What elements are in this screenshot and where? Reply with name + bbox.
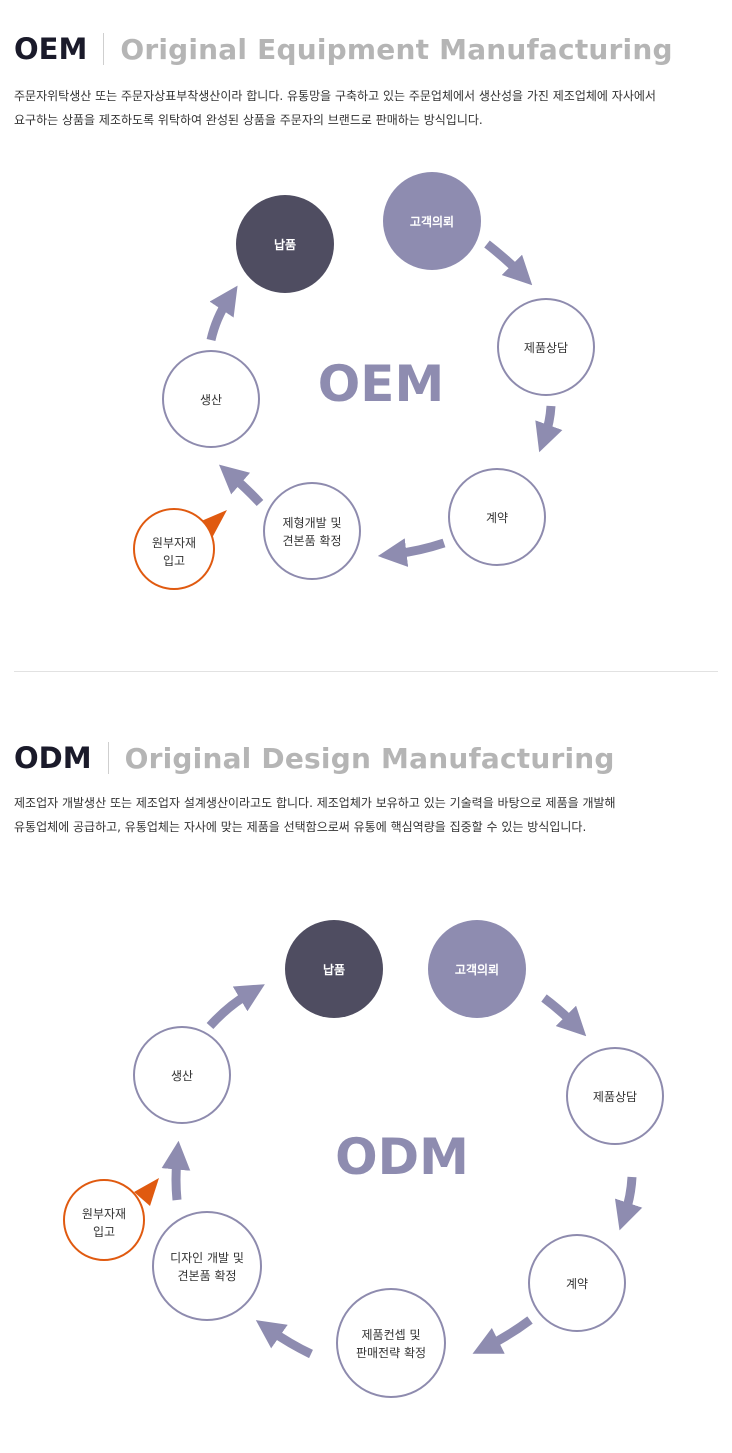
odm-full-name: Original Design Manufacturing [124,741,615,775]
label-contract: 계약 [566,1276,588,1291]
node-material [133,508,215,590]
node-contract [528,1234,626,1332]
arrow-production-to-delivery [206,984,265,1030]
node-material [63,1179,145,1261]
oem-desc-line-2: 요구하는 상품을 제조하도록 위탁하여 완성된 상품을 주문자의 브랜드로 판매… [14,113,483,127]
label-material-line-1: 원부자재 [152,536,196,550]
odm-abbr: ODM [14,741,92,775]
label-material-line-2: 입고 [163,554,185,568]
label-concept-line-2: 판매전략 확정 [356,1346,426,1360]
label-design-line-2: 견본품 확정 [177,1269,236,1283]
oem-process-diagram: 납품 고객의뢰 제품상담 계약 제형개발 및 견본품 확정 생산 원부자재 입고… [133,172,595,590]
oem-desc-line-1: 주문자위탁생산 또는 주문자상표부착생산이라 합니다. 유통망을 구축하고 있는… [14,89,656,103]
oem-full-name: Original Equipment Manufacturing [120,32,673,66]
arrow-request-to-consult [541,994,587,1037]
node-production [162,350,260,448]
label-production: 생산 [171,1069,193,1083]
odm-description: 제조업자 개발생산 또는 제조업자 설계생산이라고도 합니다. 제조업체가 보유… [14,791,726,839]
oem-abbr: OEM [14,32,88,66]
label-consult: 제품상담 [524,341,568,355]
node-delivery [285,920,383,1018]
heading-separator [103,33,105,65]
arrow-production-to-delivery [206,285,238,342]
node-production [133,1026,231,1124]
label-request: 고객의뢰 [455,962,499,977]
node-design [152,1211,262,1321]
odm-desc-line-2: 유통업체에 공급하고, 유통업체는 자사에 맞는 제품을 선택함으로써 유통에 … [14,820,587,834]
node-contract [448,468,546,566]
label-request: 고객의뢰 [410,214,454,229]
odm-desc-line-1: 제조업자 개발생산 또는 제조업자 설계생산이라고도 합니다. 제조업체가 보유… [14,796,616,810]
oem-heading: OEM Original Equipment Manufacturing [14,29,673,69]
arrow-contract-to-concept [472,1316,533,1354]
arrow-consult-to-contract [614,1176,643,1231]
label-design-line-1: 디자인 개발 및 [170,1251,244,1265]
label-production: 생산 [200,393,222,407]
arrow-consult-to-contract [535,405,563,453]
center-label: OEM [318,355,444,413]
label-mold-line-1: 제형개발 및 [282,516,341,530]
node-delivery [236,195,334,293]
label-material-line-2: 입고 [93,1225,115,1239]
odm-heading: ODM Original Design Manufacturing [14,738,615,778]
node-mold [263,482,361,580]
oem-description: 주문자위탁생산 또는 주문자상표부착생산이라 합니다. 유통망을 구축하고 있는… [14,84,726,132]
heading-separator [107,742,109,774]
node-consult [497,298,595,396]
label-contract: 계약 [486,510,508,525]
label-consult: 제품상담 [593,1090,637,1104]
node-request [428,920,526,1018]
odm-process-diagram: 납품 고객의뢰 제품상담 계약 제품컨셉 및 판매전략 확정 디자인 개발 및 … [63,920,664,1398]
label-concept-line-1: 제품컨셉 및 [361,1328,420,1342]
node-consult [566,1047,664,1145]
arrow-concept-to-design [255,1320,313,1359]
material-pointer [199,510,227,538]
label-delivery: 납품 [323,963,345,977]
node-concept [336,1288,446,1398]
arrow-request-to-consult [484,240,533,286]
section-divider [14,671,718,672]
arrow-mold-to-production [218,464,264,507]
label-mold-line-2: 견본품 확정 [282,534,341,548]
arrow-contract-to-mold [377,538,446,567]
label-material-line-1: 원부자재 [82,1207,126,1221]
material-pointer [134,1178,159,1206]
label-delivery: 납품 [274,238,296,252]
node-request [383,172,481,270]
center-label: ODM [335,1128,469,1186]
arrow-design-to-production [161,1140,191,1201]
